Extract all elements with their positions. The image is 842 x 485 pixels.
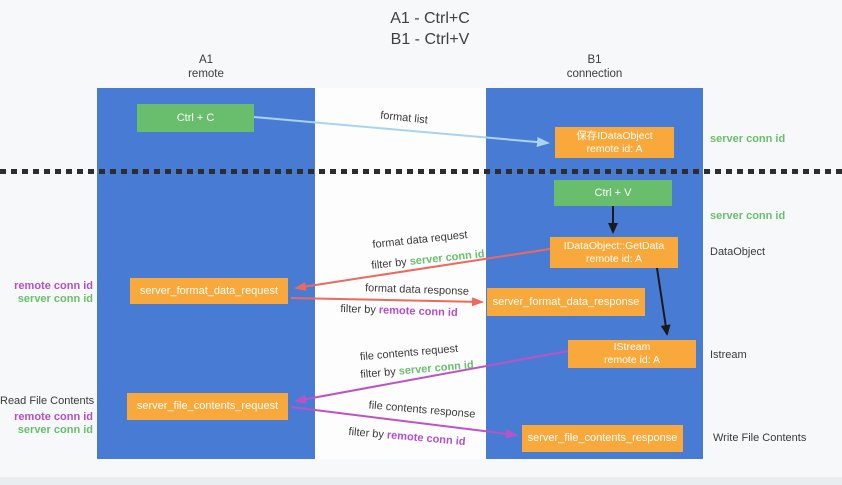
box-idataobject-getdata-line2: remote id: A [585, 252, 643, 265]
box-server-format-data-request-label: server_format_data_request [139, 284, 279, 297]
lifeline-header-b1: B1 connection [486, 53, 703, 81]
title-line-1: A1 - Ctrl+C [390, 10, 470, 27]
box-save-dataobject-line2: remote id: A [586, 142, 643, 155]
copy-paste-separator-line [0, 169, 842, 174]
diagram-title: A1 - Ctrl+C B1 - Ctrl+V [280, 8, 580, 50]
lifeline-a1-name: A1 [198, 54, 214, 66]
footer-strip [0, 477, 842, 485]
annotation-dataobject: DataObject [710, 246, 766, 258]
annotation-remote-conn-id-bottom: remote conn id [14, 411, 93, 423]
annotation-remote-conn-id-top: remote conn id [14, 280, 93, 292]
lifeline-a1-role: remote [188, 68, 224, 80]
annotation-write-file-contents: Write File Contents [713, 432, 807, 444]
box-server-file-contents-response: server_file_contents_response [522, 425, 683, 452]
annotation-server-conn-id-left-top: server conn id [17, 293, 93, 305]
box-idataobject-getdata-line1: IDataObject::GetData [563, 239, 665, 252]
box-istream-line2: remote id: A [603, 354, 661, 366]
box-server-file-contents-response-label: server_file_contents_response [527, 432, 678, 444]
box-ctrl-c: Ctrl + C [137, 104, 254, 132]
lifeline-b1-role: connection [566, 68, 623, 80]
box-server-file-contents-request-label: server_file_contents_request [136, 400, 279, 412]
box-ctrl-v: Ctrl + V [554, 180, 672, 206]
title-line-2: B1 - Ctrl+V [390, 31, 470, 48]
box-idataobject-getdata: IDataObject::GetData remote id: A [550, 237, 678, 268]
box-save-dataobject: 保存IDataObject remote id: A [555, 127, 674, 158]
box-save-dataobject-line1: 保存IDataObject [576, 129, 653, 142]
box-ctrl-v-label: Ctrl + V [594, 186, 632, 199]
annotation-server-conn-id-top: server conn id [710, 133, 786, 145]
box-istream-line1: IStream [613, 341, 651, 353]
annotation-istream: Istream [710, 349, 747, 361]
box-server-format-data-request: server_format_data_request [130, 278, 288, 304]
box-server-file-contents-request: server_file_contents_request [127, 393, 288, 420]
lifeline-b1-name: B1 [587, 54, 602, 66]
box-server-format-data-response-label: server_format_data_response [492, 295, 640, 308]
filter-by-text: filter by [340, 302, 380, 317]
annotation-server-conn-id-left-bottom: server conn id [17, 424, 93, 436]
box-istream: IStream remote id: A [568, 340, 696, 368]
box-ctrl-c-label: Ctrl + C [176, 111, 215, 124]
box-server-format-data-response: server_format_data_response [487, 288, 645, 316]
annotation-server-conn-id-mid: server conn id [710, 210, 786, 222]
lifeline-header-a1: A1 remote [97, 53, 315, 81]
annotation-read-file-contents: Read File Contents [0, 395, 95, 407]
